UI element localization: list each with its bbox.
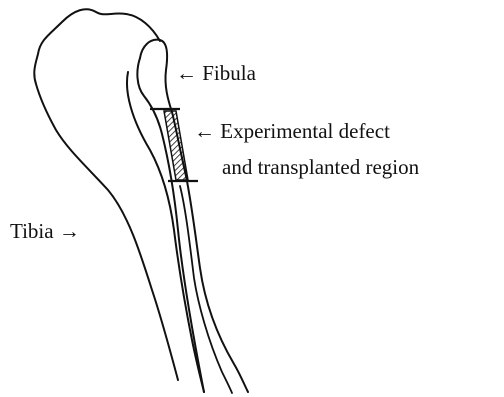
fibula-label: ← Fibula (176, 63, 256, 84)
defect-label-line1: ← Experimental defect (194, 121, 390, 142)
tibia-outline (34, 9, 178, 380)
fibula-head (140, 40, 172, 112)
tibia-label: Tibia → (10, 221, 80, 242)
defect-label-line2: and transplanted region (222, 157, 419, 178)
fibula-shaft-middle (180, 186, 232, 393)
transplanted-region-hatch (164, 111, 188, 180)
